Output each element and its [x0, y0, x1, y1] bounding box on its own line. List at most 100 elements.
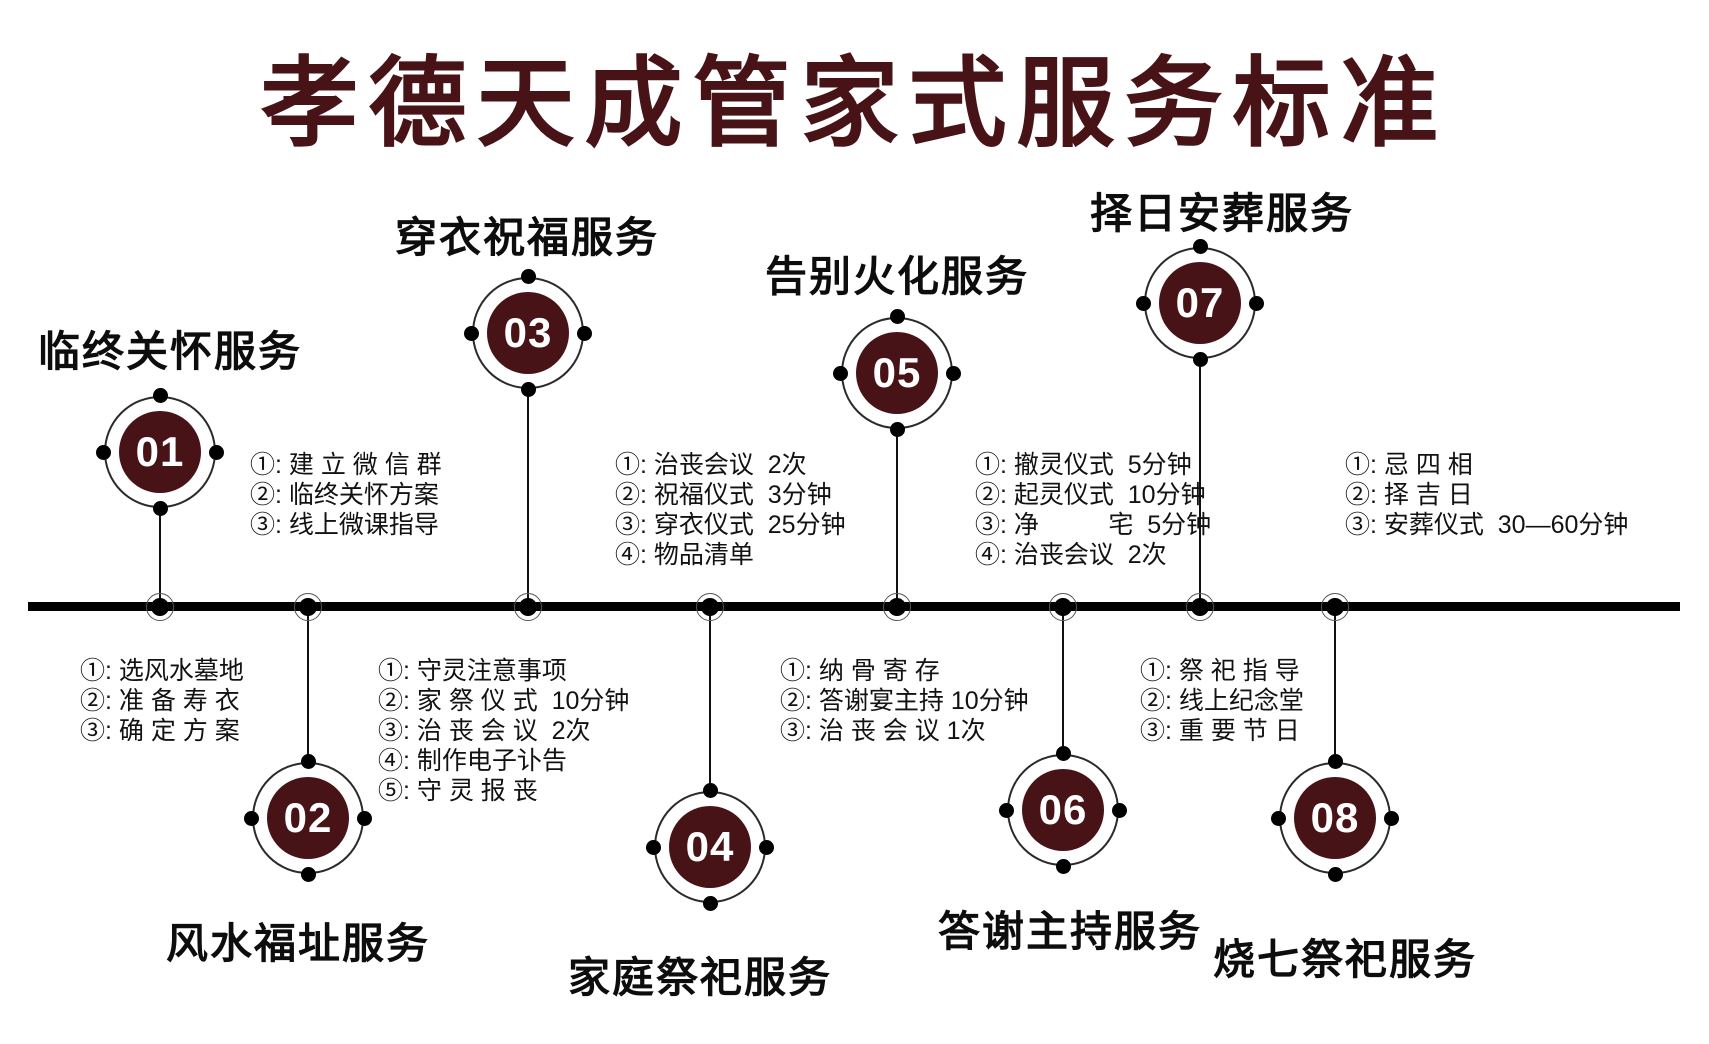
service-item: ④: 治丧会议 2次: [975, 541, 1167, 569]
node-number-badge: 03: [487, 292, 569, 374]
orbit-dot-icon: [153, 501, 168, 516]
orbit-dot-icon: [1271, 811, 1286, 826]
node-title: 穿衣祝福服务: [394, 214, 660, 261]
orbit-dot-icon: [890, 422, 905, 437]
node-title: 告别火化服务: [764, 253, 1030, 300]
orbit-dot-icon: [759, 840, 774, 855]
service-item: ①: 治丧会议 2次: [615, 451, 807, 479]
service-item: ④: 物品清单: [615, 541, 754, 569]
service-item: ③: 线上微课指导: [250, 511, 439, 539]
service-item: ①: 祭 祀 指 导: [1140, 657, 1300, 685]
node-stem-line: [1062, 607, 1064, 754]
orbit-dot-icon: [946, 366, 961, 381]
node-number-badge: 07: [1159, 262, 1241, 344]
node-number-badge: 01: [119, 411, 201, 493]
timeline-connector-dot: [299, 598, 317, 616]
timeline-connector-ring: [146, 593, 174, 621]
timeline-axis: [28, 602, 1680, 611]
service-item: ③: 确 定 方 案: [80, 717, 240, 745]
orbit-dot-icon: [1193, 352, 1208, 367]
orbit-dot-icon: [1384, 811, 1399, 826]
timeline-connector-ring: [883, 593, 911, 621]
timeline-connector-ring: [294, 593, 322, 621]
orbit-dot-icon: [1328, 867, 1343, 882]
service-item: ②: 家 祭 仪 式 10分钟: [378, 687, 630, 715]
service-item: ③: 净 宅 5分钟: [975, 511, 1212, 539]
service-item: ③: 治 丧 会 议 1次: [780, 717, 986, 745]
node-stem-line: [709, 607, 711, 791]
orbit-dot-icon: [357, 811, 372, 826]
orbit-dot-icon: [703, 896, 718, 911]
timeline-connector-dot: [1054, 598, 1072, 616]
node-stem-line: [1199, 359, 1201, 607]
node-number-badge: 08: [1294, 777, 1376, 859]
service-item: ①: 建 立 微 信 群: [250, 451, 442, 479]
orbit-dot-icon: [890, 309, 905, 324]
orbit-dot-icon: [521, 269, 536, 284]
service-item: ②: 祝福仪式 3分钟: [615, 481, 832, 509]
orbit-dot-icon: [1056, 746, 1071, 761]
orbit-dot-icon: [1056, 859, 1071, 874]
node-number-badge: 05: [856, 332, 938, 414]
service-item: ③: 治 丧 会 议 2次: [378, 717, 591, 745]
service-item: ②: 临终关怀方案: [250, 481, 439, 509]
node-stem-line: [1334, 607, 1336, 762]
timeline-connector-dot: [1326, 598, 1344, 616]
node-number-badge: 02: [267, 777, 349, 859]
orbit-dot-icon: [703, 783, 718, 798]
orbit-dot-icon: [244, 811, 259, 826]
orbit-dot-icon: [464, 326, 479, 341]
timeline-connector-ring: [514, 593, 542, 621]
timeline-connector-ring: [696, 593, 724, 621]
node-stem-line: [159, 508, 161, 607]
orbit-dot-icon: [301, 867, 316, 882]
service-item: ②: 起灵仪式 10分钟: [975, 481, 1206, 509]
service-item: ①: 忌 四 相: [1345, 451, 1473, 479]
orbit-dot-icon: [153, 388, 168, 403]
orbit-dot-icon: [999, 803, 1014, 818]
node-title: 临终关怀服务: [38, 328, 303, 375]
service-item: ④: 制作电子讣告: [378, 747, 567, 775]
node-title: 择日安葬服务: [1089, 190, 1355, 237]
orbit-dot-icon: [1249, 296, 1264, 311]
node-stem-line: [527, 389, 529, 607]
service-item: ②: 答谢宴主持 10分钟: [780, 687, 1029, 715]
node-title: 家庭祭祀服务: [567, 954, 833, 1001]
timeline-connector-ring: [1321, 593, 1349, 621]
service-item: ②: 准 备 寿 衣: [80, 687, 240, 715]
service-item: ①: 纳 骨 寄 存: [780, 657, 940, 685]
service-item: ⑤: 守 灵 报 丧: [378, 777, 538, 805]
node-stem-line: [307, 607, 309, 762]
service-item: ③: 穿衣仪式 25分钟: [615, 511, 846, 539]
orbit-dot-icon: [521, 382, 536, 397]
service-item: ③: 安葬仪式 30—60分钟: [1345, 511, 1629, 539]
node-number-badge: 06: [1022, 769, 1104, 851]
orbit-dot-icon: [209, 445, 224, 460]
node-title: 烧七祭祀服务: [1212, 936, 1478, 983]
orbit-dot-icon: [646, 840, 661, 855]
timeline-connector-dot: [701, 598, 719, 616]
service-item: ①: 撤灵仪式 5分钟: [975, 451, 1192, 479]
orbit-dot-icon: [301, 754, 316, 769]
timeline-connector-dot: [1191, 598, 1209, 616]
orbit-dot-icon: [1136, 296, 1151, 311]
node-title: 风水福址服务: [165, 920, 431, 967]
node-number-badge: 04: [669, 806, 751, 888]
orbit-dot-icon: [96, 445, 111, 460]
page-title: 孝德天成管家式服务标准: [260, 46, 1449, 161]
service-item: ②: 线上纪念堂: [1140, 687, 1304, 715]
node-stem-line: [896, 429, 898, 607]
timeline-connector-dot: [888, 598, 906, 616]
service-item: ③: 重 要 节 日: [1140, 717, 1300, 745]
timeline-connector-ring: [1186, 593, 1214, 621]
orbit-dot-icon: [1112, 803, 1127, 818]
orbit-dot-icon: [577, 326, 592, 341]
orbit-dot-icon: [833, 366, 848, 381]
